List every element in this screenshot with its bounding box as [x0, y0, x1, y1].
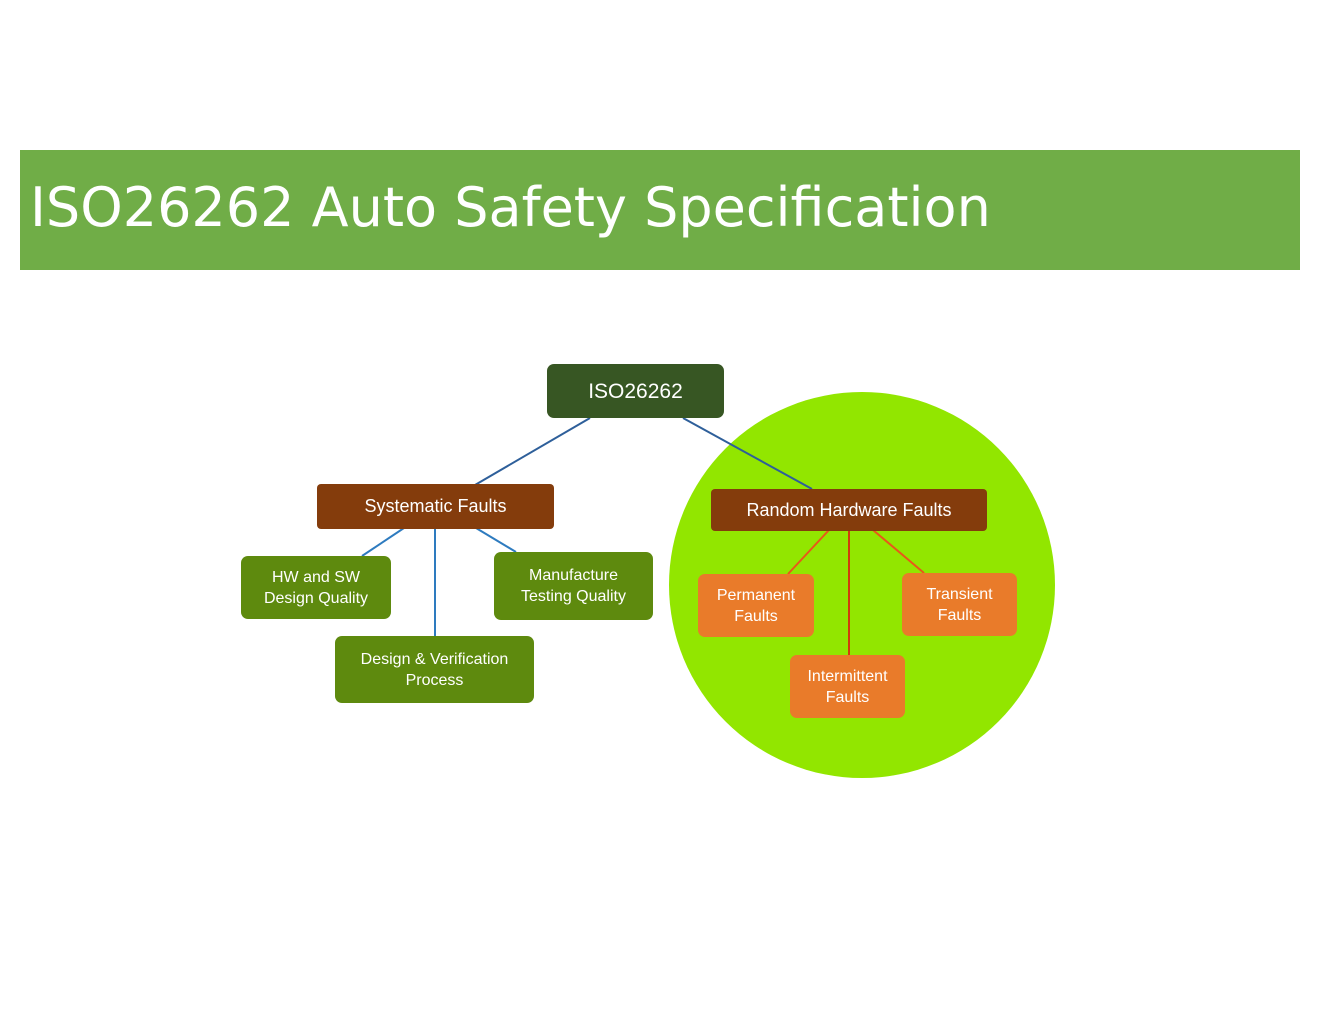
connector-systematic-manufacture [475, 527, 517, 553]
title-banner: ISO26262 Auto Safety Specification [20, 150, 1300, 270]
connector-root-random [682, 417, 813, 490]
connector-random-permanent [787, 529, 830, 575]
transient-faults-node: Transient Faults [902, 573, 1017, 636]
random-faults-circle [669, 392, 1055, 778]
systematic-faults-node: Systematic Faults [317, 484, 554, 529]
random-hardware-faults-node: Random Hardware Faults [711, 489, 987, 531]
hw-sw-design-quality-node: HW and SW Design Quality [241, 556, 391, 619]
connector-root-systematic [474, 417, 591, 486]
page-title: ISO26262 Auto Safety Specification [30, 176, 991, 239]
root-node-iso26262: ISO26262 [547, 364, 724, 418]
design-verification-process-node: Design & Verification Process [335, 636, 534, 703]
intermittent-faults-node: Intermittent Faults [790, 655, 905, 718]
manufacture-testing-quality-node: Manufacture Testing Quality [494, 552, 653, 620]
permanent-faults-node: Permanent Faults [698, 574, 814, 637]
connector-systematic-hw-sw [361, 527, 405, 557]
connector-random-transient [872, 529, 925, 574]
